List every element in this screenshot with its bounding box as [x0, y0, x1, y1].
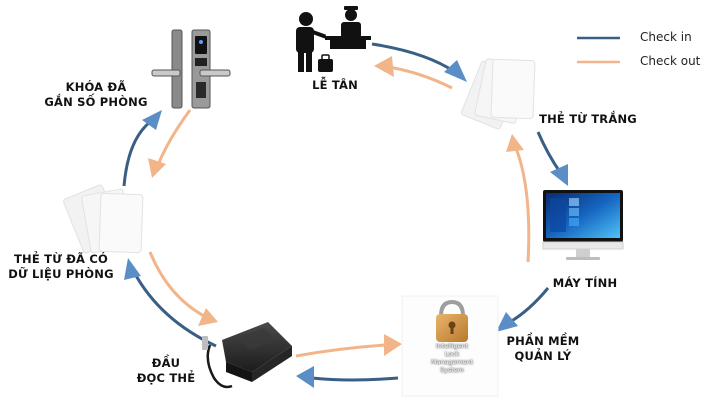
- label-software: PHẦN MỀM QUẢN LÝ: [498, 334, 588, 364]
- padlock-icon: [436, 299, 468, 342]
- blank-cards-icon: [461, 58, 536, 130]
- software-name: Intelligent Lock Management System: [422, 342, 482, 374]
- label-door-lock-line1: KHÓA ĐÃ: [65, 80, 127, 94]
- legend-checkout-label: Check out: [640, 54, 701, 68]
- label-card-reader-line2: ĐỌC THẺ: [136, 371, 196, 385]
- data-cards-icon: [63, 184, 144, 254]
- label-computer: MÁY TÍNH: [552, 276, 618, 290]
- software-name-line2: Lock: [444, 350, 460, 358]
- arrow-checkout-lock-to-datacards: [148, 109, 192, 178]
- arrow-checkout-reader-to-software: [295, 334, 402, 358]
- label-card-reader-line1: ĐẦU: [151, 356, 181, 370]
- arrow-checkin-cards-to-computer: [536, 131, 568, 186]
- reception-desk-icon: [296, 6, 371, 72]
- label-software-line1: PHẦN MỀM: [506, 334, 580, 348]
- desktop-computer-icon: [542, 190, 624, 260]
- label-software-line2: QUẢN LÝ: [514, 349, 572, 363]
- arrow-checkin-reception-to-cards: [371, 42, 467, 82]
- software-name-line3: Management: [430, 358, 474, 366]
- label-data-cards-line1: THẺ TỪ ĐÃ CÓ: [14, 252, 108, 266]
- legend-checkin-label: Check in: [640, 30, 692, 44]
- label-door-lock-line2: GẮN SỐ PHÒNG: [44, 95, 148, 109]
- door-lock-icon: [151, 29, 231, 109]
- arrow-checkin-datacards-to-lock: [122, 110, 162, 187]
- label-blank-cards: THẺ TỪ TRẮNG: [539, 112, 637, 126]
- arrow-checkin-reader-to-datacards: [124, 258, 217, 348]
- label-reception: LỄ TÂN: [312, 78, 358, 92]
- label-data-cards-line2: DỮ LIỆU PHÒNG: [8, 267, 114, 281]
- arrow-checkout-up-to-cards: [506, 134, 531, 263]
- arrow-checkout-datacards-to-reader: [148, 251, 218, 326]
- arrow-checkin-software-to-reader: [296, 366, 399, 388]
- software-name-line1: Intelligent: [435, 342, 469, 350]
- label-card-reader: ĐẦU ĐỌC THẺ: [126, 356, 206, 386]
- label-door-lock: KHÓA ĐÃ GẮN SỐ PHÒNG: [40, 80, 152, 110]
- label-data-cards: THẺ TỪ ĐÃ CÓ DỮ LIỆU PHÒNG: [2, 252, 120, 282]
- arrow-checkin-computer-to-software: [496, 287, 550, 332]
- software-name-line4: System: [440, 366, 464, 374]
- arrow-checkout-cards-to-reception: [374, 56, 453, 90]
- card-reader-icon: [202, 322, 292, 389]
- software-panel: [401, 295, 499, 397]
